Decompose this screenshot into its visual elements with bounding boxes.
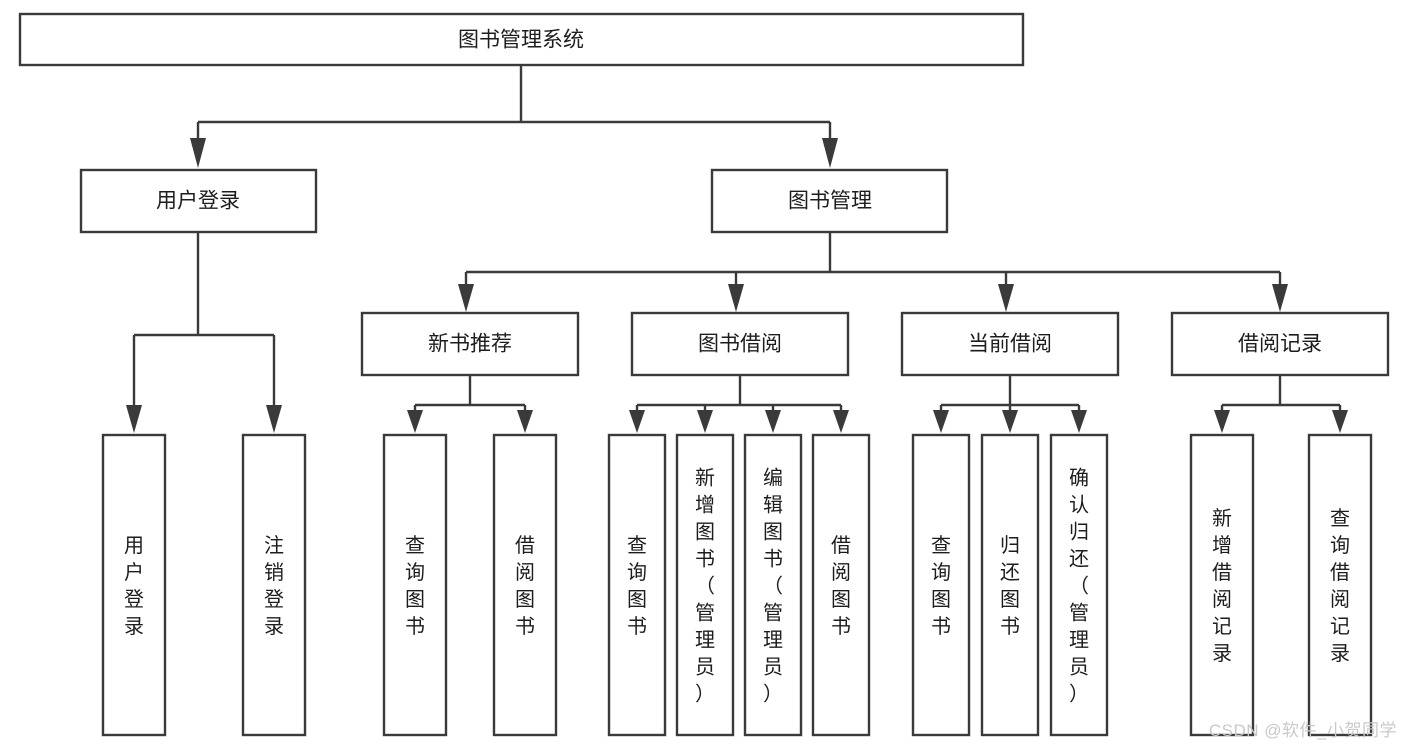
leaf-logout-label: 注销登录	[264, 534, 284, 638]
leaf-user-login-label: 用户登录	[124, 535, 144, 638]
leaf-bookborrow-edit-box[interactable]	[743, 433, 803, 737]
node-current-borrow-box[interactable]	[900, 311, 1120, 377]
leaf-node[interactable]: 查询图书	[382, 433, 448, 737]
leaf-logout-box[interactable]	[241, 433, 307, 737]
leaf-bookborrow-edit-label: 编辑图书（管理员）	[763, 467, 783, 706]
node-borrow-record[interactable]: 借阅记录	[1170, 311, 1390, 377]
leaf-currentborrow-query-label: 查询图书	[931, 534, 951, 638]
node-current-borrow-label: 当前借阅	[968, 333, 1052, 356]
arrow-head-borrowrecord-leaf-1	[1214, 410, 1230, 433]
leaf-borrowrecord-add-label: 新增借阅记录	[1212, 507, 1232, 665]
leaf-newbook-borrow-label: 借阅图书	[515, 534, 535, 638]
leaf-currentborrow-confirm-box[interactable]	[1049, 433, 1109, 737]
connector-layer	[126, 65, 1348, 433]
arrow-head-book-borrow	[728, 284, 744, 312]
arrow-head-bookborrow-leaf-2	[697, 410, 713, 433]
node-book-manage-label: 图书管理	[788, 190, 872, 213]
leaf-bookborrow-query-box[interactable]	[607, 433, 667, 737]
arrow-head-user-login	[190, 138, 206, 168]
arrow-head-new-book	[458, 284, 474, 312]
node-book-manage-box[interactable]	[710, 168, 949, 234]
leaf-currentborrow-confirm-label: 确认归还（管理员）	[1069, 467, 1089, 706]
arrow-head-newbook-leaf-2	[517, 410, 533, 433]
node-book-borrow-box[interactable]	[630, 311, 850, 377]
arrow-head-book-manage	[822, 138, 838, 168]
arrow-head-leaf-user-login	[126, 405, 142, 433]
node-new-book-recommend-label: 新书推荐	[428, 333, 512, 356]
node-root-label: 图书管理系统	[458, 29, 584, 52]
leaf-node[interactable]: 借阅图书	[811, 433, 871, 737]
leaf-node[interactable]: 用户登录	[101, 433, 167, 737]
leaf-borrowrecord-add-box[interactable]	[1189, 433, 1255, 737]
arrow-head-currentborrow-leaf-3	[1071, 410, 1087, 433]
leaf-user-login-box[interactable]	[101, 433, 167, 737]
node-current-borrow[interactable]: 当前借阅	[900, 311, 1120, 377]
leaf-node[interactable]: 编辑图书（管理员）	[743, 433, 803, 737]
leaf-currentborrow-query-box[interactable]	[911, 433, 971, 737]
arrow-head-borrowrecord-leaf-2	[1332, 410, 1348, 433]
node-book-borrow[interactable]: 图书借阅	[630, 311, 850, 377]
node-new-book-recommend-box[interactable]	[360, 311, 580, 377]
node-root-box[interactable]	[18, 12, 1025, 67]
arrow-head-bookborrow-leaf-1	[629, 410, 645, 433]
node-new-book-recommend[interactable]: 新书推荐	[360, 311, 580, 377]
leaf-node[interactable]: 新增图书（管理员）	[675, 433, 735, 737]
leaf-node[interactable]: 注销登录	[241, 433, 307, 737]
leaf-bookborrow-add-box[interactable]	[675, 433, 735, 737]
leaf-borrowrecord-query-box[interactable]	[1307, 433, 1373, 737]
arrow-head-bookborrow-leaf-4	[833, 410, 849, 433]
leaf-bookborrow-borrow-box[interactable]	[811, 433, 871, 737]
leaf-node[interactable]: 新增借阅记录	[1189, 433, 1255, 737]
arrow-head-currentborrow-leaf-2	[1002, 410, 1018, 433]
node-book-manage[interactable]: 图书管理	[710, 168, 949, 234]
leaf-node[interactable]: 确认归还（管理员）	[1049, 433, 1109, 737]
arrow-head-currentborrow-leaf-1	[933, 410, 949, 433]
leaf-currentborrow-return-box[interactable]	[980, 433, 1040, 737]
arrow-head-leaf-logout	[266, 405, 282, 433]
node-borrow-record-box[interactable]	[1170, 311, 1390, 377]
leaf-bookborrow-add-label: 新增图书（管理员）	[695, 467, 715, 706]
leaf-node[interactable]: 查询图书	[607, 433, 667, 737]
node-user-login-box[interactable]	[79, 168, 318, 234]
leaf-newbook-query-box[interactable]	[382, 433, 448, 737]
node-user-login-label: 用户登录	[156, 190, 240, 213]
arrow-head-bookborrow-leaf-3	[765, 410, 781, 433]
node-book-borrow-label: 图书借阅	[698, 333, 782, 356]
leaf-bookborrow-query-label: 查询图书	[627, 534, 647, 638]
arrow-head-newbook-leaf-1	[407, 410, 423, 433]
csdn-watermark: CSDN @软件_小贺同学	[1208, 721, 1397, 740]
leaf-node[interactable]: 查询借阅记录	[1307, 433, 1373, 737]
leaf-node[interactable]: 查询图书	[911, 433, 971, 737]
node-borrow-record-label: 借阅记录	[1238, 333, 1322, 356]
arrow-head-borrow-record	[1272, 284, 1288, 312]
leaf-newbook-borrow-box[interactable]	[492, 433, 558, 737]
leaf-newbook-query-label: 查询图书	[405, 534, 425, 638]
leaf-bookborrow-borrow-label: 借阅图书	[831, 534, 851, 638]
node-root[interactable]: 图书管理系统	[18, 12, 1025, 67]
leaf-node[interactable]: 借阅图书	[492, 433, 558, 737]
arrow-head-current-borrow	[998, 284, 1014, 312]
node-user-login[interactable]: 用户登录	[79, 168, 318, 234]
leaf-node[interactable]: 归还图书	[980, 433, 1040, 737]
leaf-borrowrecord-query-label: 查询借阅记录	[1330, 507, 1350, 665]
leaf-currentborrow-return-label: 归还图书	[1000, 534, 1020, 638]
